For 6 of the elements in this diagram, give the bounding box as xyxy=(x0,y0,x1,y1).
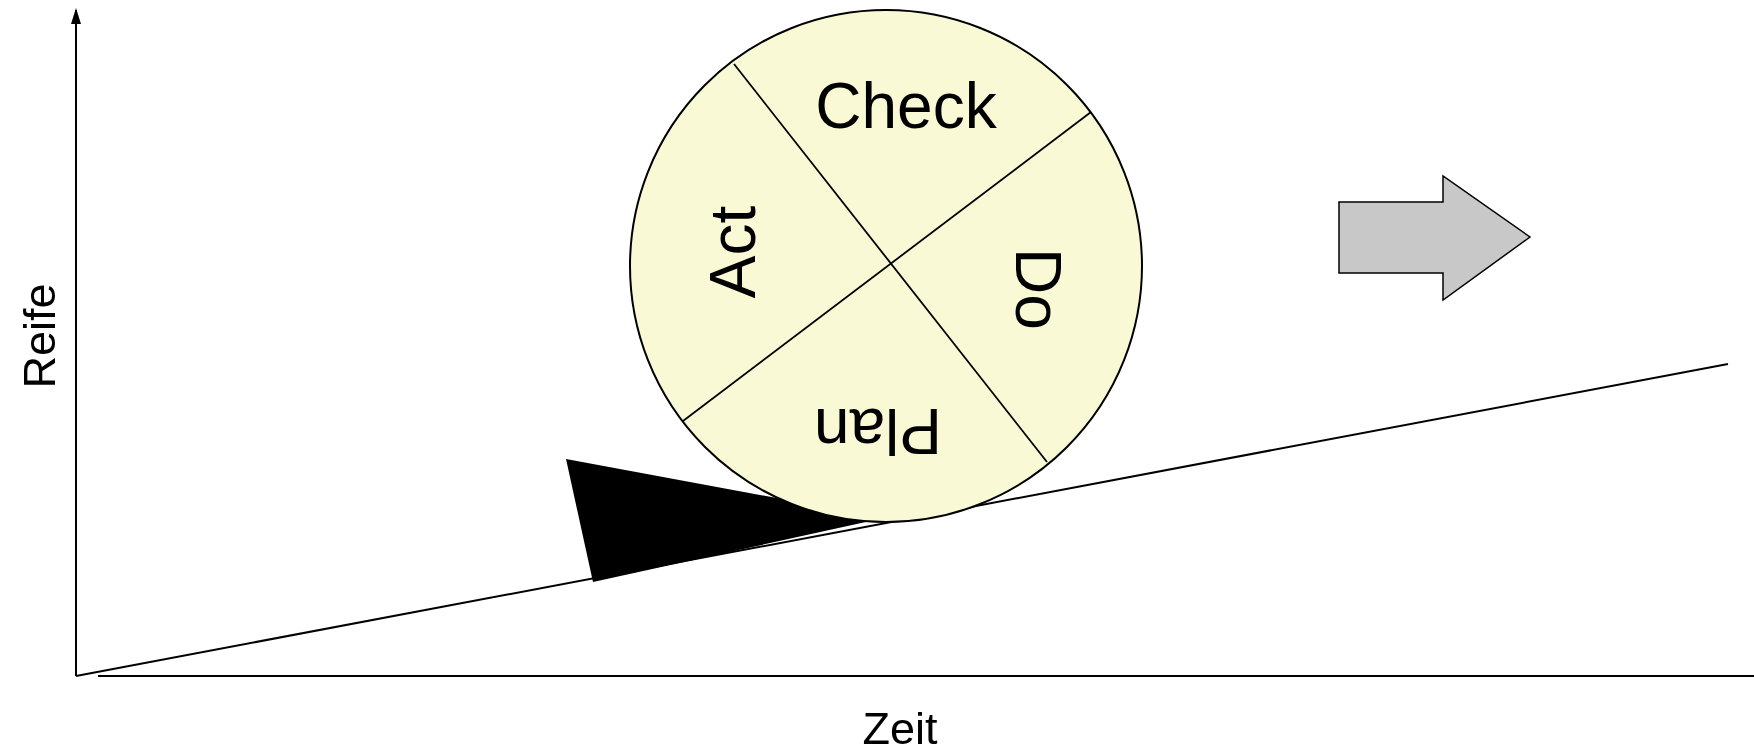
quadrant-label: Act xyxy=(701,205,765,299)
axis-label: Zeit xyxy=(862,705,938,751)
quadrant-label: Check xyxy=(815,74,997,138)
quadrant-label: Plan xyxy=(813,399,943,463)
quadrant-label: Do xyxy=(1006,248,1070,330)
axis-label: Reife xyxy=(16,283,62,389)
